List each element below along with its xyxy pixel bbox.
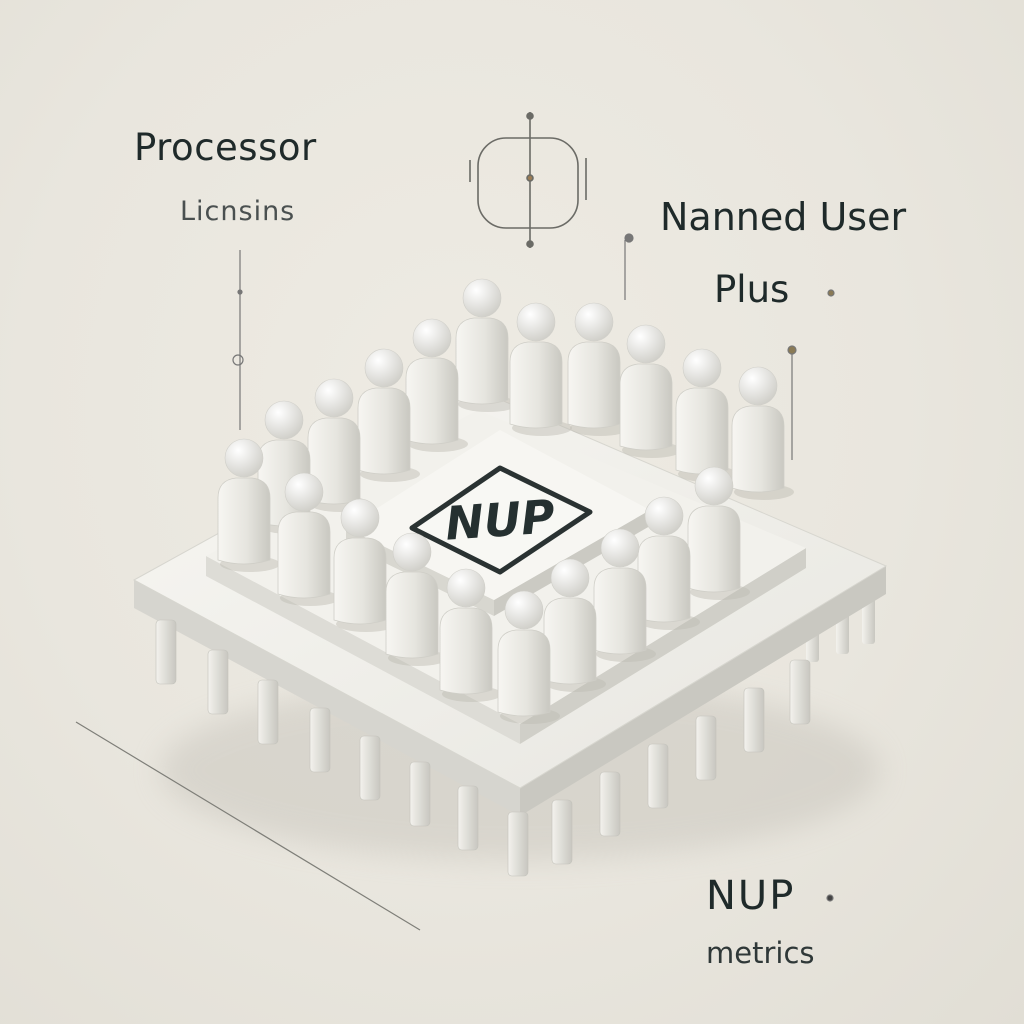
chip-inner-platform-side bbox=[206, 556, 520, 744]
user-figure bbox=[543, 558, 606, 692]
user-figures bbox=[217, 278, 794, 724]
user-figure bbox=[439, 568, 502, 702]
user-figure bbox=[675, 348, 738, 482]
chip-pin bbox=[155, 619, 177, 685]
chip-pin bbox=[789, 659, 811, 725]
chip-label-frame bbox=[409, 465, 593, 575]
user-figure bbox=[687, 466, 750, 600]
chip-pin bbox=[507, 811, 529, 877]
user-figure bbox=[731, 366, 794, 500]
user-figure bbox=[333, 498, 396, 632]
chip-pin bbox=[309, 707, 331, 773]
chip-pins-front bbox=[155, 619, 811, 877]
chip-pin bbox=[409, 761, 431, 827]
chip-pin bbox=[743, 687, 765, 753]
user-figure bbox=[567, 302, 630, 436]
chip-label-text: NUP bbox=[443, 489, 556, 551]
chip-base-left-face bbox=[134, 580, 520, 816]
user-figure bbox=[637, 496, 700, 630]
user-figure bbox=[455, 278, 518, 412]
chip-pin bbox=[551, 799, 573, 865]
named-user-label: Nanned User bbox=[660, 195, 907, 239]
chip-inner-platform-side-right bbox=[520, 548, 806, 744]
licensing-label: Licnsins bbox=[180, 196, 296, 227]
chip-pin bbox=[257, 679, 279, 745]
processor-label: Processor bbox=[134, 126, 317, 169]
crosshair-clock-icon bbox=[469, 112, 587, 248]
nup-label: NUP bbox=[706, 873, 796, 919]
metrics-label: metrics bbox=[706, 936, 815, 970]
chip-pin bbox=[457, 785, 479, 851]
user-figure bbox=[619, 324, 682, 458]
chip-base-right-face bbox=[520, 566, 886, 816]
chip-pin bbox=[359, 735, 381, 801]
user-figure bbox=[277, 472, 340, 606]
chip-pin bbox=[207, 649, 229, 715]
user-figure bbox=[385, 532, 448, 666]
connector-lines bbox=[232, 233, 835, 902]
ground-line bbox=[75, 721, 421, 931]
user-figure bbox=[217, 438, 280, 572]
chip-pin bbox=[647, 743, 669, 809]
user-figure bbox=[405, 318, 468, 452]
chip-pin bbox=[695, 715, 717, 781]
user-figure bbox=[509, 302, 572, 436]
chip-pin bbox=[599, 771, 621, 837]
user-figure bbox=[497, 590, 560, 724]
plus-label: Plus bbox=[714, 268, 790, 311]
user-figure bbox=[357, 348, 420, 482]
user-figure bbox=[593, 528, 656, 662]
